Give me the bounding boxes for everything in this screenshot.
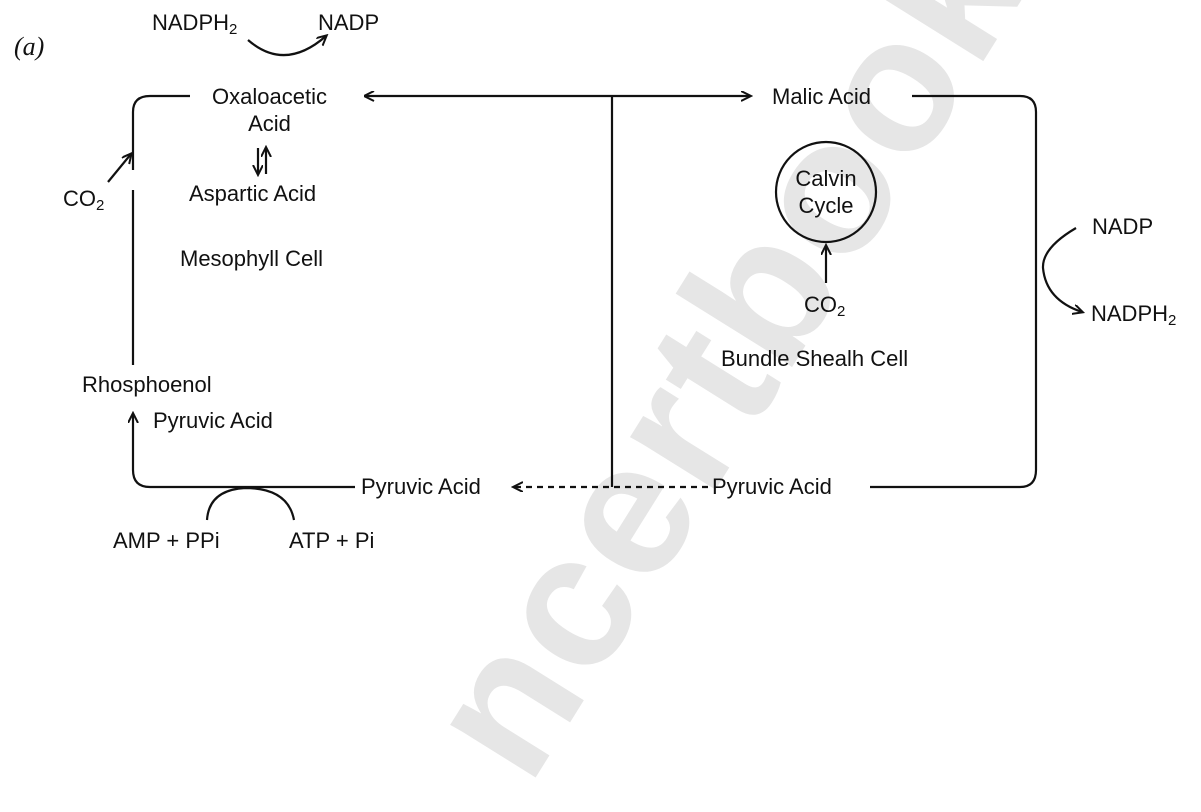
- nadp-top-label: NADP: [318, 10, 380, 35]
- pathway-lines: [107, 0, 1201, 521]
- calvin-cycle-label: Calvin Cycle: [795, 166, 857, 218]
- bundle-sheath-cell-label: Bundle Shealh Cell: [721, 346, 909, 371]
- nadph-curved-arrow: [247, 36, 326, 57]
- amp-ppi-label: AMP + PPi: [113, 528, 220, 553]
- right-loop: [870, 94, 1038, 489]
- pep-line2-label: Pyruvic Acid: [153, 408, 273, 433]
- pyruvic-acid-bundle-sheath-label: Pyruvic Acid: [712, 474, 832, 499]
- co2-left-label: CO2: [63, 186, 105, 214]
- nadph2-right-label: NADPH2: [1091, 301, 1177, 329]
- left-top-segment: [131, 94, 190, 170]
- pyruvic-acid-mesophyll-label: Pyruvic Acid: [361, 474, 481, 499]
- c4-pathway-diagram: ncertbooks.: [14, 0, 1201, 810]
- co2-entry-arrow: [107, 154, 131, 183]
- atp-amp-arc: [205, 486, 296, 521]
- nadp-right-label: NADP: [1092, 214, 1154, 239]
- oaa-label: Oxaloacetic Acid: [212, 84, 327, 136]
- aspartic-acid-label: Aspartic Acid: [189, 181, 317, 206]
- pep-line1-label: Rhosphoenol: [82, 372, 212, 397]
- atp-pi-label: ATP + Pi: [289, 528, 375, 553]
- pyruvic-to-pep-arrow: [133, 414, 355, 489]
- malic-acid-label: Malic Acid: [772, 84, 872, 109]
- calvin-cycle-circle: [774, 140, 878, 244]
- co2-bundle-sheath-label: CO2: [804, 292, 846, 320]
- nadph2-top-label: NADPH2: [152, 10, 238, 38]
- panel-label: (a): [14, 32, 45, 61]
- nadp-curved-arrow: [1041, 227, 1082, 312]
- mesophyll-cell-label: Mesophyll Cell: [180, 246, 324, 271]
